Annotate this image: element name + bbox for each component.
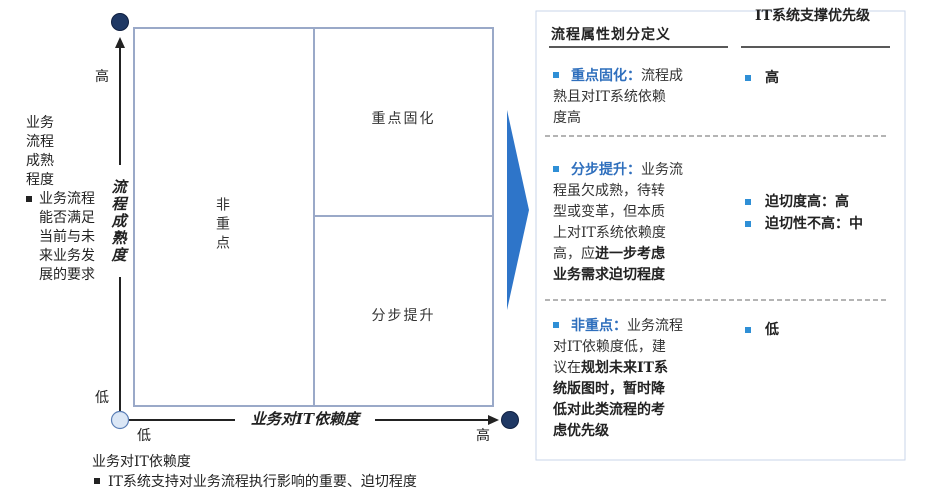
priority-row-step-improve: 迫切度高：高 迫切性不高：中 — [745, 191, 863, 235]
priority-text: 迫切性不高：中 — [765, 216, 863, 232]
row-line-bold: 业务需求迫切程度 — [553, 267, 665, 283]
y-axis-top-dot — [111, 13, 129, 31]
priority-row-non-key: 低 — [745, 319, 779, 341]
bullet-square-icon — [553, 166, 559, 172]
quadrant-label-non-key: 非重点 — [208, 190, 236, 260]
quadrant-label-key-consolidate: 重点固化 — [371, 111, 436, 127]
priority-text: 低 — [765, 322, 779, 338]
row-keyword: 分步提升： — [571, 162, 641, 178]
row-keyword: 非重点： — [571, 318, 627, 334]
row-line: 程虽欠成熟，待转 — [553, 183, 665, 199]
transition-arrow — [507, 110, 529, 310]
row-line: 高，应 — [553, 246, 595, 262]
priority-item: 低 — [745, 319, 779, 341]
quadrant-label-step-improve: 分步提升 — [371, 308, 436, 324]
row-line-bold: 虑优先级 — [553, 423, 609, 439]
priority-text: 高 — [765, 70, 779, 86]
definition-row-non-key: 非重点：业务流程 对IT依赖度低，建 议在规划未来IT系 统版图时，暂时降 低对… — [553, 316, 728, 442]
x-axis-description-title: 业务对IT依赖度 — [92, 454, 191, 470]
origin-dot — [110, 410, 130, 430]
row-line: 议在 — [553, 360, 581, 376]
definition-header: 流程属性划分定义 — [551, 27, 671, 43]
priority-row-key-consolidate: 高 — [745, 67, 779, 89]
bullet-square-icon — [553, 72, 559, 78]
bullet-square-icon — [745, 199, 751, 205]
row-line-bold: 规划未来IT系 — [581, 360, 668, 376]
x-axis-title: 业务对IT依赖度 — [235, 407, 375, 429]
bullet-square-icon — [745, 327, 751, 333]
y-axis-description: 业务流程成熟程度 业务流程能否满足当前与未来业务发展的要求 — [26, 114, 106, 285]
row-line-bold: 统版图时，暂时降 — [553, 381, 665, 397]
definition-panel-border — [535, 10, 906, 461]
definition-row-key-consolidate: 重点固化：流程成 熟且对IT系统依赖 度高 — [553, 66, 728, 129]
bullet-square-icon — [745, 75, 751, 81]
row-line: 型或变革，但本质 — [553, 204, 665, 220]
priority-text: 迫切度高：高 — [765, 194, 849, 210]
x-axis-description-bullet-text: IT系统支持对业务流程执行影响的重要、迫切程度 — [108, 474, 417, 490]
x-axis-description: 业务对IT依赖度 IT系统支持对业务流程执行影响的重要、迫切程度 — [92, 452, 417, 492]
row-line: 流程成 — [641, 68, 683, 84]
x-axis-right-dot — [501, 411, 519, 429]
row-line: 度高 — [553, 110, 581, 126]
row-line: 业务流程 — [627, 318, 683, 334]
definition-row-step-improve: 分步提升：业务流 程虽欠成熟，待转 型或变革，但本质 上对IT系统依赖度 高，应… — [553, 160, 728, 286]
row-line-bold: 低对此类流程的考 — [553, 402, 665, 418]
y-axis-high-label: 高 — [95, 69, 109, 85]
priority-item: 迫切性不高：中 — [745, 213, 863, 235]
bullet-square-icon — [94, 478, 100, 484]
bullet-square-icon — [26, 196, 32, 202]
priority-item: 高 — [745, 67, 779, 89]
row-line-bold: 进一步考虑 — [595, 246, 665, 262]
row-line: 对IT依赖度低，建 — [553, 339, 666, 355]
x-axis-high-label: 高 — [476, 428, 490, 444]
y-axis-low-label: 低 — [95, 390, 109, 406]
bullet-square-icon — [745, 221, 751, 227]
priority-header: IT系统支撑优先级 — [755, 8, 870, 24]
x-axis-description-bullet: IT系统支持对业务流程执行影响的重要、迫切程度 — [92, 472, 417, 492]
y-axis-description-title: 业务流程成熟程度 — [26, 115, 54, 188]
y-axis-description-bullet: 业务流程能否满足当前与未来业务发展的要求 — [26, 190, 106, 285]
priority-item: 迫切度高：高 — [745, 191, 863, 213]
row-keyword: 重点固化： — [571, 68, 641, 84]
x-axis-arrowhead — [488, 415, 499, 425]
y-axis-description-bullet-text: 业务流程能否满足当前与未来业务发展的要求 — [39, 191, 95, 283]
bullet-square-icon — [553, 322, 559, 328]
row-line: 上对IT系统依赖度 — [553, 225, 666, 241]
y-axis-arrowhead — [115, 37, 125, 48]
y-axis-title: 流程成熟度 — [107, 165, 131, 277]
row-line: 业务流 — [641, 162, 683, 178]
x-axis-low-label: 低 — [137, 428, 151, 444]
row-line: 熟且对IT系统依赖 — [553, 89, 666, 105]
